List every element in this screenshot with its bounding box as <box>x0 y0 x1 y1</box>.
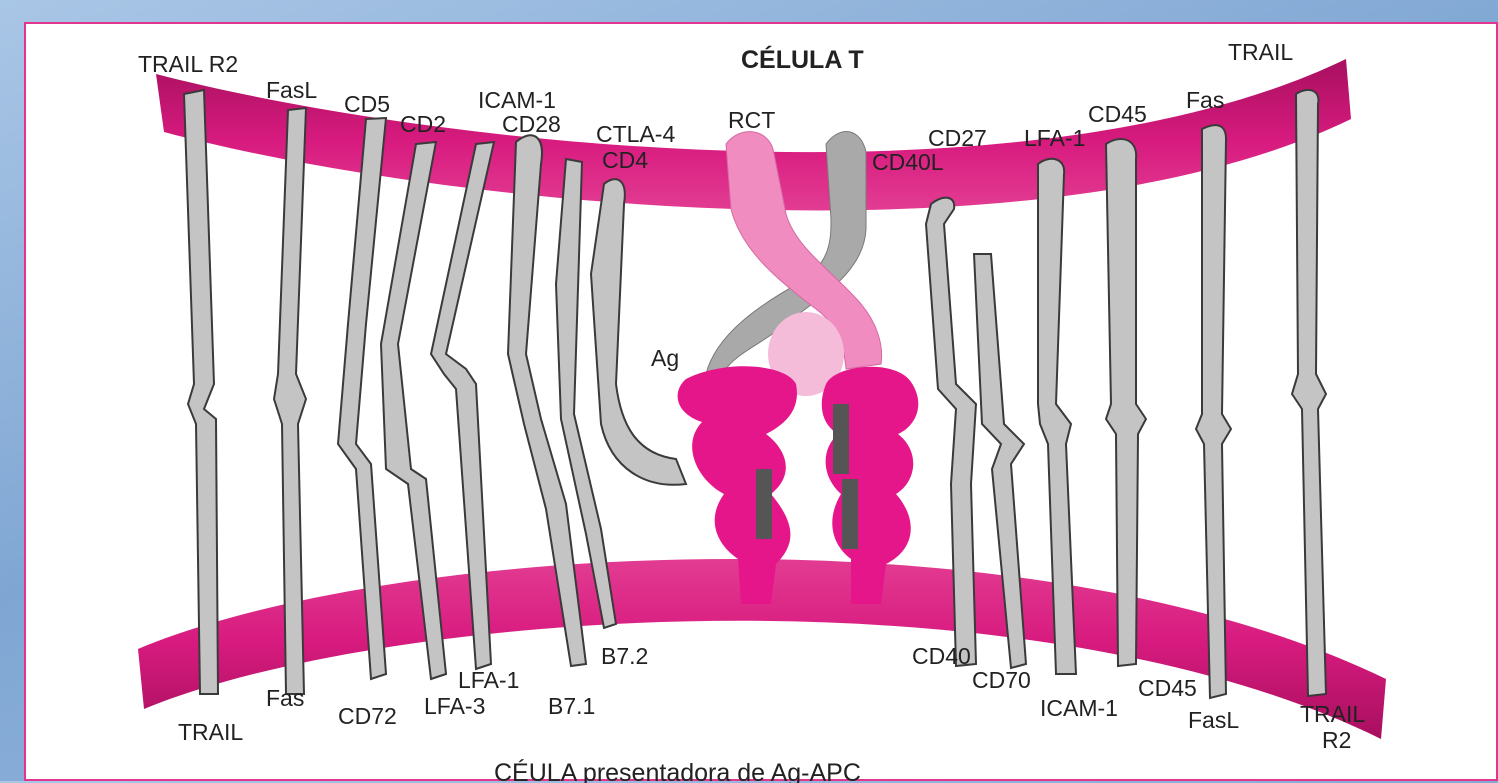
label-cd5: CD5 <box>344 91 390 117</box>
label-lfa1-top: LFA-1 <box>1024 125 1085 151</box>
trail-r2-molecule <box>184 90 218 694</box>
label-fas-bottom: Fas <box>266 685 304 711</box>
t-cell-title: CÉLULA T <box>741 45 864 74</box>
diagram-frame: CÉLULA T TRAIL R2 FasL CD5 CD2 ICAM-1 CD… <box>24 22 1498 781</box>
fas-fasl-molecule <box>1196 125 1231 698</box>
label-icam1-bottom: ICAM-1 <box>1040 695 1118 721</box>
mhc-tm-segment <box>756 469 772 539</box>
label-lfa3: LFA-3 <box>424 693 485 719</box>
label-cd40l: CD40L <box>872 149 944 175</box>
apc-title: CÉULA presentadora de Ag-APC <box>494 758 861 783</box>
cd45-molecule <box>1106 139 1146 666</box>
mhc-tm-segment <box>842 479 858 549</box>
trail-trail-r2-molecule <box>1292 90 1326 696</box>
label-cd70: CD70 <box>972 667 1031 693</box>
label-cd40: CD40 <box>912 643 971 669</box>
label-trail-r2-bottom-line1: TRAIL <box>1300 701 1365 727</box>
label-cd45-bottom: CD45 <box>1138 675 1197 701</box>
label-rct: RCT <box>728 107 775 133</box>
label-lfa1-bottom: LFA-1 <box>458 667 519 693</box>
label-trail-top: TRAIL <box>1228 39 1293 65</box>
cd4-mhc-molecule <box>591 179 686 485</box>
label-ctla4: CTLA-4 <box>596 121 675 147</box>
mhc-tm-segment <box>833 404 849 474</box>
label-cd27: CD27 <box>928 125 987 151</box>
label-fasl-top: FasL <box>266 77 317 103</box>
label-cd72: CD72 <box>338 703 397 729</box>
label-cd45-top: CD45 <box>1088 101 1147 127</box>
label-cd4: CD4 <box>602 147 648 173</box>
label-b72: B7.2 <box>601 643 648 669</box>
label-fas-top: Fas <box>1186 87 1224 113</box>
label-cd28: CD28 <box>502 111 561 137</box>
label-trail-r2-top: TRAIL R2 <box>138 51 238 77</box>
label-fasl-bottom: FasL <box>1188 707 1239 733</box>
label-trail-bottom: TRAIL <box>178 719 243 745</box>
label-cd2: CD2 <box>400 111 446 137</box>
label-icam1-top: ICAM-1 <box>478 87 556 113</box>
label-trail-r2-bottom-line2: R2 <box>1322 727 1351 753</box>
label-b71: B7.1 <box>548 693 595 719</box>
label-ag: Ag <box>651 345 679 371</box>
immunological-synapse-diagram: CÉLULA T TRAIL R2 FasL CD5 CD2 ICAM-1 CD… <box>26 24 1498 783</box>
